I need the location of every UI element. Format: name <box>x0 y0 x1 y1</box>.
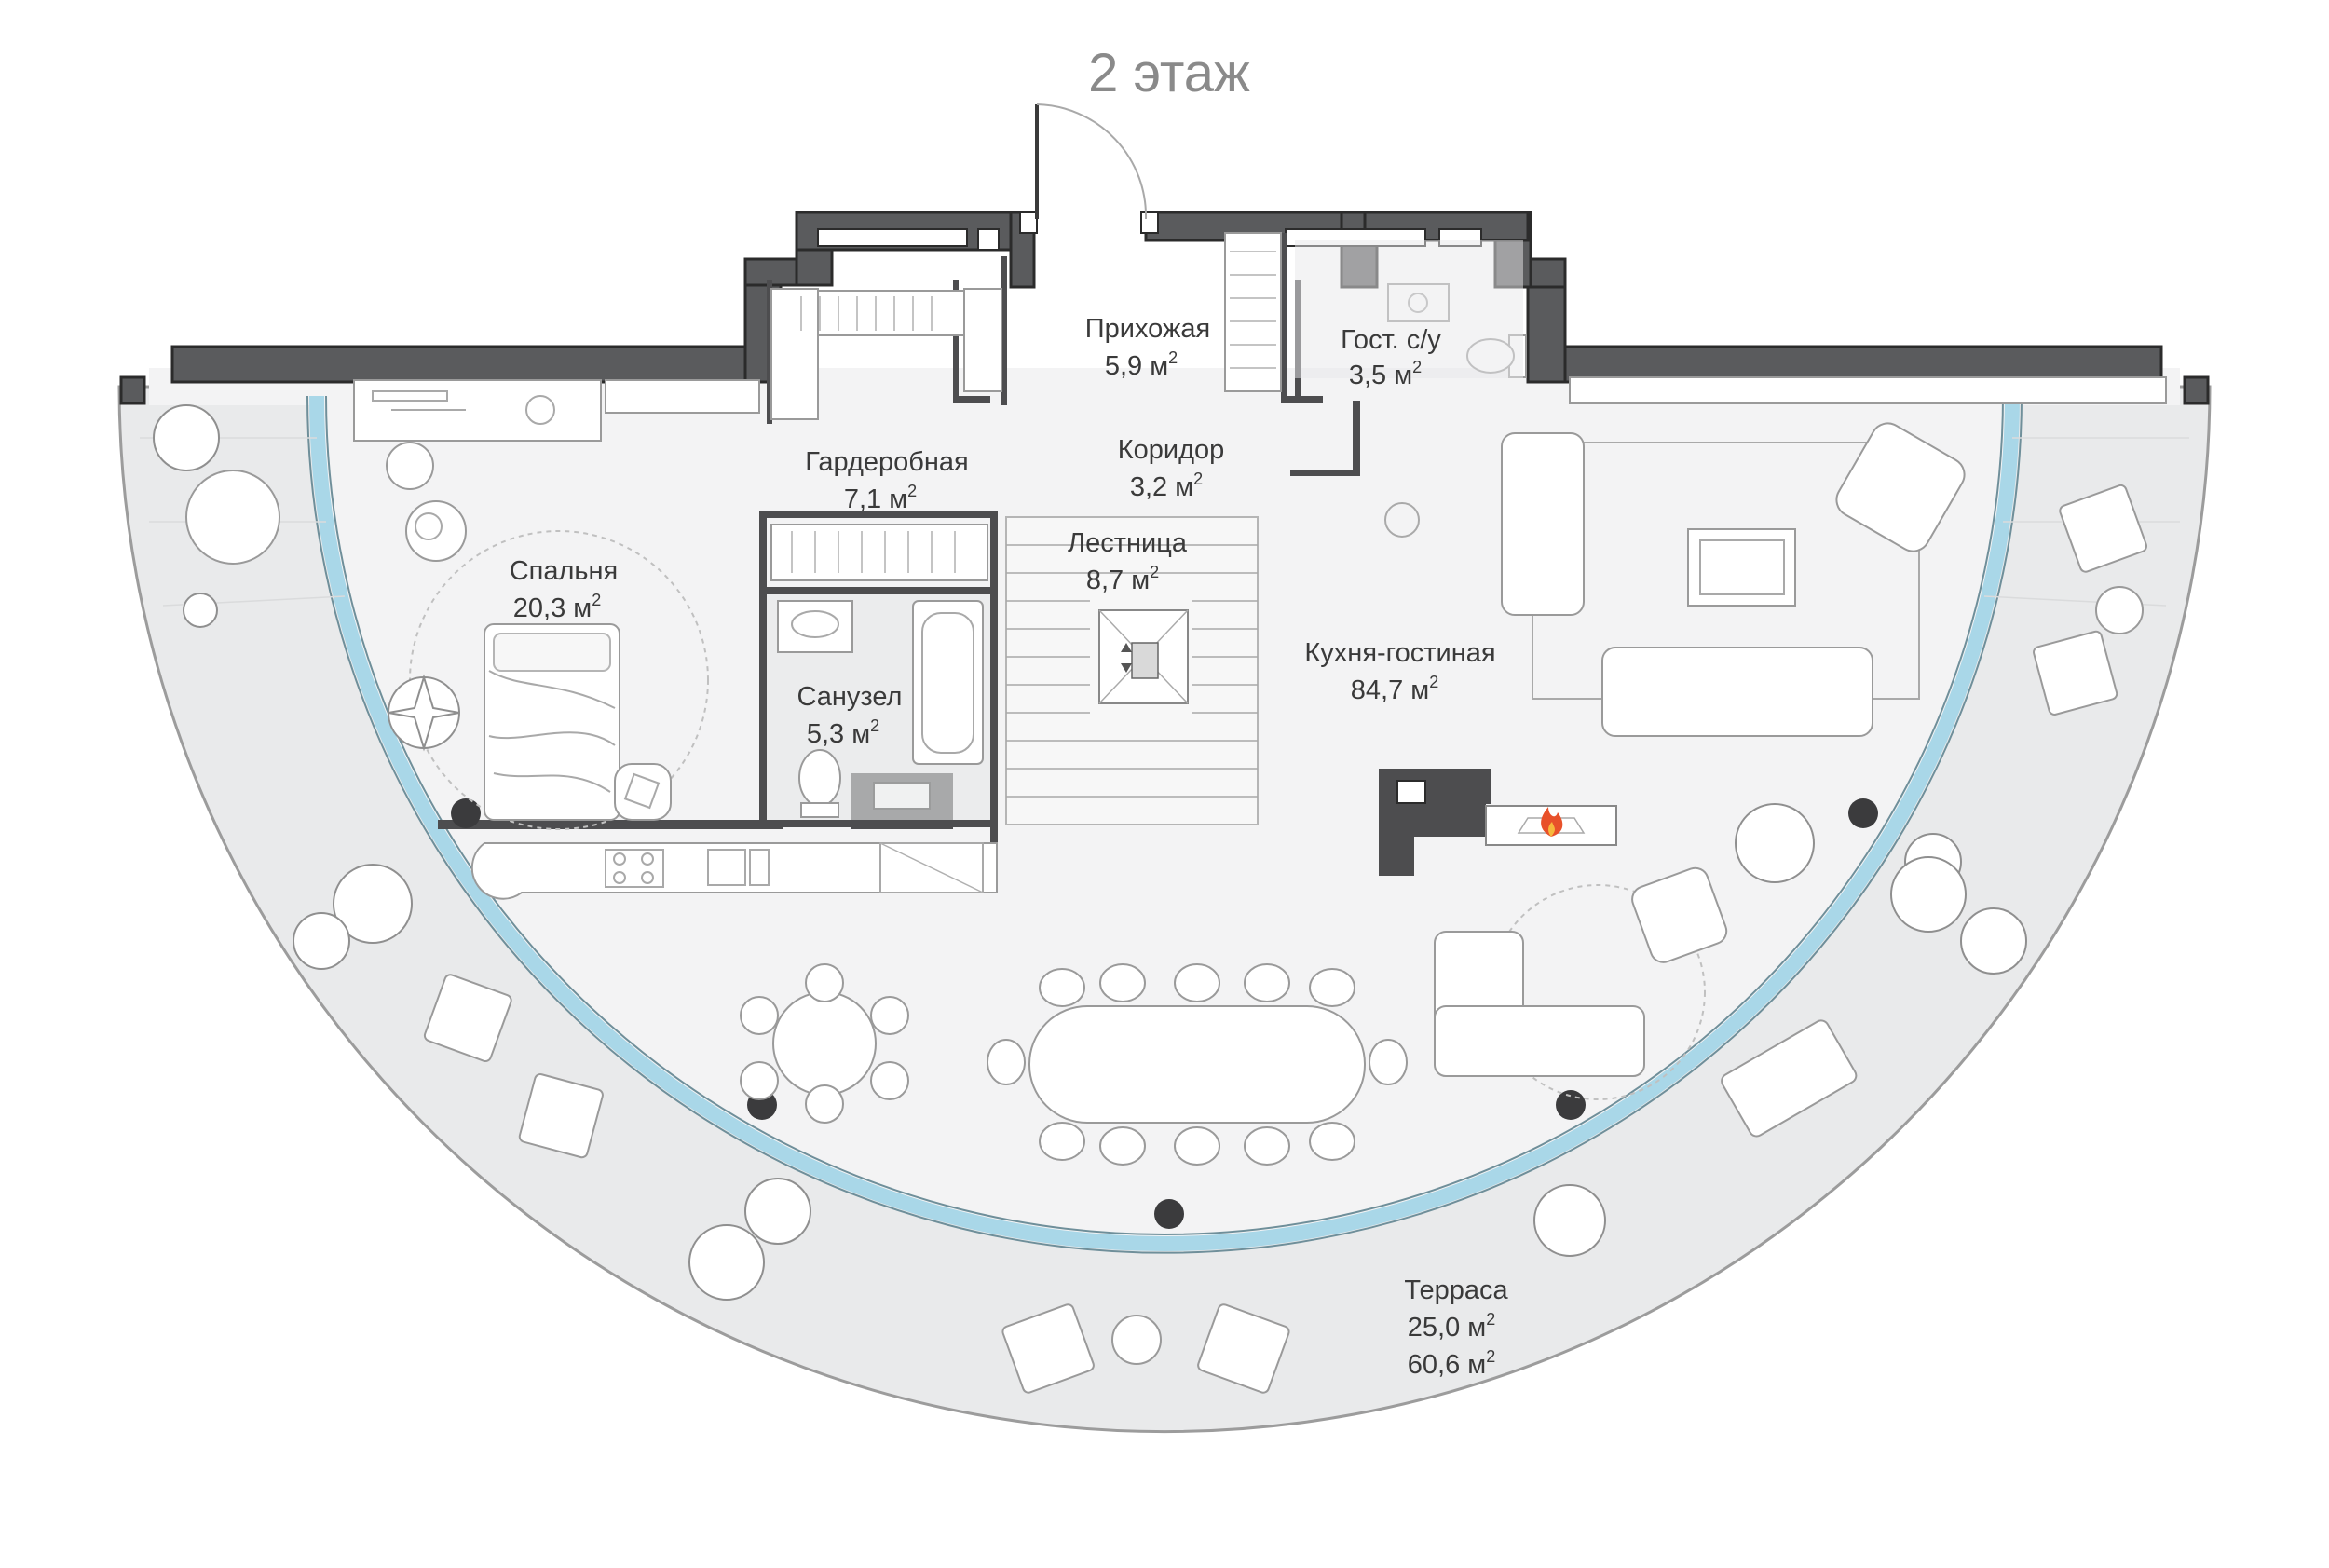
bathtub-icon <box>912 600 984 765</box>
armchair-icon <box>405 500 467 562</box>
plant-icon <box>388 674 460 752</box>
svg-text:25,0 м2: 25,0 м2 <box>1408 1310 1495 1343</box>
kitchen-counter <box>470 842 998 900</box>
living-furniture <box>1384 376 2167 737</box>
room-label-stairs: Лестница 8,7 м2 <box>1068 528 1188 595</box>
entrance-door-icon <box>1019 103 1159 234</box>
room-label-bedroom: Спальня 20,3 м2 <box>510 556 619 623</box>
armchair-icon <box>1835 422 1966 552</box>
room-label-entrance: Прихожая 5,9 м2 <box>1085 314 1210 381</box>
svg-text:7,1 м2: 7,1 м2 <box>844 482 917 514</box>
staircase <box>1005 516 1259 825</box>
kitchen-sink-icon <box>707 849 770 886</box>
fireplace-icon <box>1485 805 1617 846</box>
svg-text:Лестница: Лестница <box>1068 528 1188 558</box>
terrace-furniture <box>153 404 2148 1394</box>
svg-text:Коридор: Коридор <box>1118 435 1225 465</box>
bedroom-furniture <box>353 379 760 830</box>
wardrobe-shelves <box>770 232 1282 581</box>
svg-text:5,9 м2: 5,9 м2 <box>1105 348 1178 381</box>
svg-text:Терраса: Терраса <box>1404 1275 1508 1305</box>
svg-text:20,3 м2: 20,3 м2 <box>513 591 601 623</box>
svg-text:3,5 м2: 3,5 м2 <box>1349 358 1422 390</box>
svg-text:84,7 м2: 84,7 м2 <box>1351 673 1438 705</box>
svg-text:Гардеробная: Гардеробная <box>805 447 968 477</box>
dining-table-icon <box>740 963 1408 1166</box>
armchair-icon <box>614 763 672 821</box>
svg-text:8,7 м2: 8,7 м2 <box>1086 563 1159 595</box>
bathroom-sink-icon <box>777 600 853 653</box>
room-label-terrace: Терраса 25,0 м2 60,6 м2 <box>1404 1275 1508 1380</box>
room-label-corridor: Коридор 3,2 м2 <box>1118 435 1225 502</box>
stove-icon <box>605 849 664 888</box>
room-label-guest-wc: Гост. с/у 3,5 м2 <box>1341 325 1441 390</box>
bathroom-toilet-icon <box>798 749 841 818</box>
armchair-icon <box>423 484 2148 1394</box>
columns <box>451 798 1878 1229</box>
svg-text:5,3 м2: 5,3 м2 <box>807 716 879 749</box>
svg-text:Кухня-гостиная: Кухня-гостиная <box>1304 638 1495 668</box>
svg-text:Гост. с/у: Гост. с/у <box>1341 325 1441 355</box>
svg-text:3,2 м2: 3,2 м2 <box>1130 470 1203 502</box>
svg-text:Спальня: Спальня <box>510 556 619 586</box>
sofa-icon <box>1501 432 1873 737</box>
room-label-bathroom: Санузел 5,3 м2 <box>797 682 903 749</box>
desk <box>353 379 602 490</box>
glass-facade <box>309 395 2020 1251</box>
bed-icon <box>484 623 620 821</box>
svg-text:Санузел: Санузел <box>797 682 903 712</box>
room-label-kitchen-living: Кухня-гостиная 84,7 м2 <box>1304 638 1495 705</box>
floor-title: 2 этаж <box>1088 43 1250 103</box>
room-label-wardrobe: Гардеробная 7,1 м2 <box>805 447 968 514</box>
elevator-icon <box>1098 609 1189 704</box>
plant-icon <box>153 404 2027 1301</box>
svg-text:60,6 м2: 60,6 м2 <box>1408 1347 1495 1380</box>
svg-text:Прихожая: Прихожая <box>1085 314 1210 344</box>
